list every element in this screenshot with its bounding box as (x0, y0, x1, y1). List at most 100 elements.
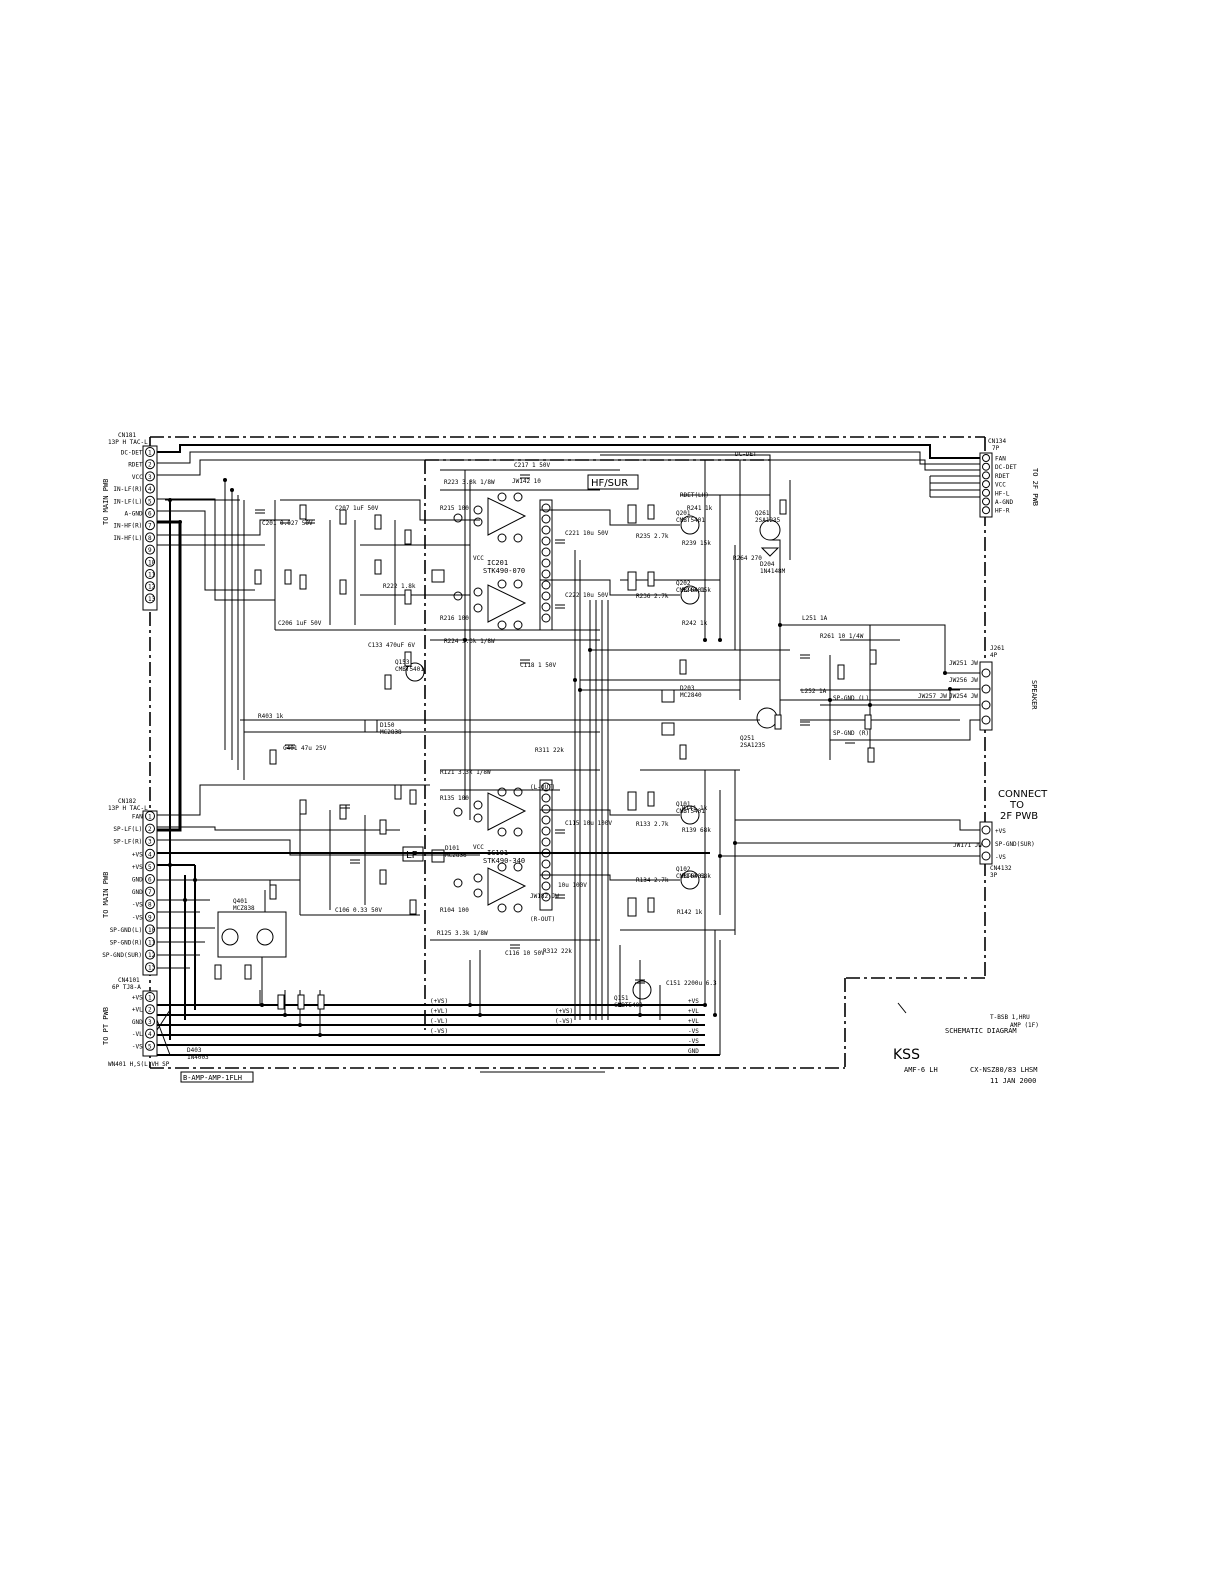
junction-dot (718, 854, 722, 858)
label-jw256: JW256 JW (949, 677, 978, 684)
ic101-vcc: VCC (473, 844, 484, 851)
label-r216: R216 100 (440, 615, 469, 622)
ic-pin (453, 591, 463, 601)
ic-pin (541, 591, 551, 601)
resistor (409, 899, 417, 915)
j261-ref: J261 (990, 645, 1005, 652)
resistor (869, 649, 877, 665)
cn181-pin-num: 2 (148, 462, 152, 469)
cn182-side-label: TO MAIN PWB (102, 872, 110, 918)
junction-dot (618, 1003, 622, 1007)
cn182-pin-1 (145, 811, 155, 821)
ic-pin (513, 827, 523, 837)
ic-pin (541, 837, 551, 847)
cn181-pin-label: IN-HF(R) (113, 523, 142, 530)
resistor (214, 964, 222, 980)
cn181-pin-label: RDET (128, 462, 143, 469)
diode-ref: D203 (680, 685, 695, 692)
resistor-array (214, 474, 877, 1010)
rail-tag: (-VL) (430, 1018, 448, 1025)
cn181-pin-label: IN-HF(L) (113, 535, 142, 542)
label-l-out: (L-OUT) (530, 784, 555, 791)
ic-pin (497, 492, 507, 502)
resistor (299, 799, 307, 815)
label-c116b: 10u 100V (558, 882, 587, 889)
ic201-part: STK490-070 (483, 567, 525, 575)
transistor-ref: Q102 (676, 866, 691, 873)
ic-pin (541, 536, 551, 546)
label-c206: C206 1uF 50V (278, 620, 322, 627)
junction-dot (588, 648, 592, 652)
cn4101-pin-label: +VL (132, 1007, 143, 1014)
transistor-part: 2SA1235 (755, 517, 781, 524)
label-r133: R133 2.7k (636, 821, 669, 828)
diode-ref: D101 (445, 845, 460, 852)
label-r242: R242 1k (682, 620, 708, 627)
label-jw257: JW257 JW (918, 693, 947, 700)
connect-to-line3: 2F PWB (1000, 811, 1038, 822)
cn4132-pin3: -VS (995, 854, 1006, 861)
rail-label: -VS (688, 1028, 699, 1035)
ic-pin (541, 525, 551, 535)
cn181-pin-num: 12 (148, 584, 156, 591)
cn182-pin-num: 3 (148, 839, 152, 846)
rail-label: GND (688, 1048, 699, 1055)
junction-dot (703, 638, 707, 642)
transistor-ref: Q261 (755, 510, 770, 517)
rail-tag: (+VL) (430, 1008, 448, 1015)
label-c222: C222 10u 50V (565, 592, 609, 599)
cn4101-pin-num: 2 (148, 1007, 152, 1014)
label-r135: R135 100 (440, 795, 469, 802)
cn4132-pin2: SP-GND(SUR) (995, 841, 1035, 848)
cn181-pin-num: 13 (148, 596, 156, 603)
label-jw182: JW182 JW (530, 893, 559, 900)
ic-pin (513, 787, 523, 797)
cn181-pin-num: 7 (148, 523, 152, 530)
diode-labels: D2041N4148MD203MC2840D150MC2838D101MC283… (187, 561, 786, 1061)
ic-pin (473, 800, 483, 810)
ic-pin (541, 580, 551, 590)
ic-pin (453, 807, 463, 817)
cn181-side-label: TO MAIN PWB (102, 479, 110, 525)
transistor-part: CMBT5401 (676, 873, 705, 880)
junction-dot (223, 478, 227, 482)
resistor (384, 674, 392, 690)
model: CX-NSZ80/83 LHSM (970, 1066, 1037, 1074)
cn181-desc: 13P H TAC-L (108, 439, 148, 446)
cn182-pin-label: +VS (132, 864, 143, 871)
junction-dot (468, 1003, 472, 1007)
resistor (627, 504, 637, 524)
cn181-pin-num: 11 (148, 572, 156, 579)
ic-pin (513, 579, 523, 589)
label-c115: C115 10u 100V (565, 820, 612, 827)
label-l252: L252 1A (801, 688, 827, 695)
label-r240: R240 15k (682, 587, 711, 594)
label-c133: C133 470uF 6V (368, 642, 415, 649)
junction-dot (948, 687, 952, 691)
transistor-ref: Q401 (233, 898, 248, 905)
junction-dot (283, 1013, 287, 1017)
ic-pin (541, 793, 551, 803)
ic-pin (513, 492, 523, 502)
ic-pin (473, 505, 483, 515)
cn181-pin-1 (145, 447, 155, 457)
cn182-pin-num: 11 (148, 940, 156, 947)
section-hf-sur: HF/SUR (591, 478, 628, 489)
cn4101-side-label: TO PT PWB (102, 1007, 110, 1045)
label-c116: C116 10 50V (505, 950, 545, 957)
part-labels: R241 1k R242 1k R239 15k R240 15k R264 2… (258, 451, 982, 987)
label-l251: L251 1A (802, 615, 828, 622)
cn182-pin-num: 5 (148, 864, 152, 871)
cn182-pin-12 (145, 949, 155, 960)
ic-pin (513, 862, 523, 872)
title-block: B-AMP-AMP-1FLH T-BSB 1,HRU AMP (1F) SCHE… (180, 1002, 1039, 1085)
cn4101-pin-num: 4 (148, 1031, 152, 1038)
resistor (269, 884, 277, 900)
ic-pin (541, 503, 551, 513)
ic-pin (453, 513, 463, 523)
cn181-pin-10 (145, 556, 155, 567)
junction-dot (573, 678, 577, 682)
cn182-pin-num: 6 (148, 877, 152, 884)
cn134-pin-label: RDET (995, 473, 1010, 480)
ic-pin (541, 514, 551, 524)
